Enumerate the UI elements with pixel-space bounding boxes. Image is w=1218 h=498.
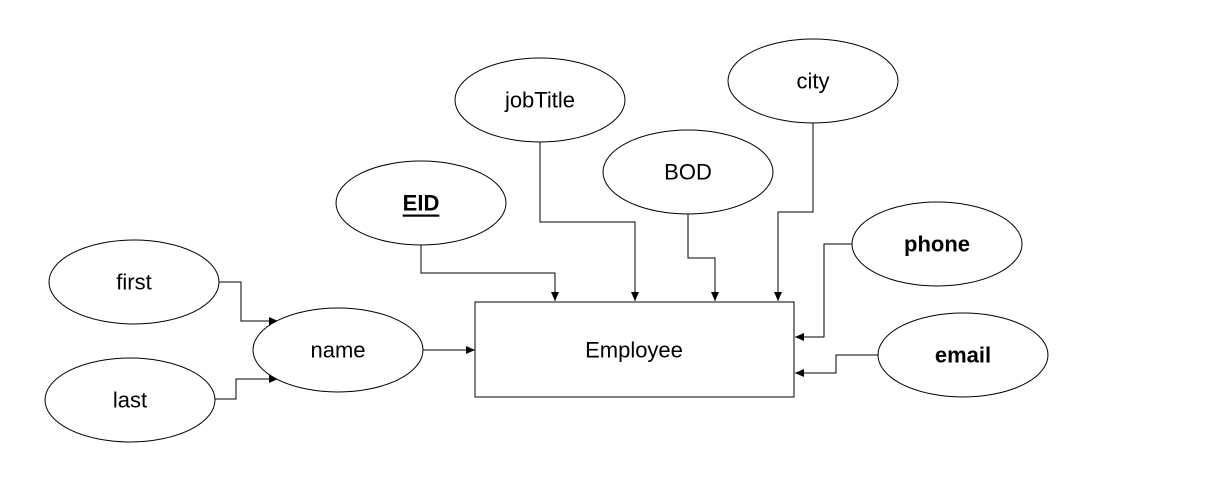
- attribute-label: last: [113, 388, 147, 413]
- attribute-label: first: [116, 270, 151, 295]
- attribute-ellipse: [48, 239, 220, 325]
- edge-bod-to-employee: [687, 214, 719, 301]
- attribute-label: jobTitle: [504, 88, 575, 113]
- attribute-ellipse: [727, 38, 899, 124]
- connectors: [215, 123, 878, 400]
- attribute-ellipse: [252, 307, 424, 393]
- edge-jobtitle-to-employee: [539, 142, 639, 301]
- attribute-eid[interactable]: EID: [335, 160, 507, 246]
- attribute-ellipse: [335, 160, 507, 246]
- attribute-ellipse: [44, 357, 216, 443]
- attribute-label: BOD: [664, 160, 712, 185]
- attribute-label-multivalued: email: [935, 343, 991, 368]
- edge-email-to-employee: [795, 354, 878, 377]
- attribute-label-multivalued: phone: [904, 232, 970, 257]
- attribute-first[interactable]: first: [48, 239, 220, 325]
- attribute-jobtitle[interactable]: jobTitle: [454, 57, 626, 143]
- attribute-label: name: [310, 338, 365, 363]
- entity-employee[interactable]: Employee: [474, 301, 795, 398]
- attribute-label: city: [797, 69, 830, 94]
- entity-label: Employee: [585, 338, 683, 363]
- attribute-label-key: EID: [403, 191, 440, 216]
- edge-eid-to-employee: [420, 245, 559, 301]
- attribute-last[interactable]: last: [44, 357, 216, 443]
- attribute-email[interactable]: email: [877, 312, 1049, 398]
- edge-phone-to-employee: [795, 243, 852, 341]
- attribute-bod[interactable]: BOD: [602, 129, 774, 215]
- attribute-ellipse: [454, 57, 626, 143]
- attribute-phone[interactable]: phone: [851, 201, 1023, 287]
- edge-first-to-name: [219, 281, 278, 325]
- edge-city-to-employee: [774, 123, 814, 301]
- attribute-name[interactable]: name: [252, 307, 424, 393]
- attribute-ellipse: [602, 129, 774, 215]
- edge-last-to-name: [215, 375, 278, 400]
- attribute-ellipse: [851, 201, 1023, 287]
- attribute-ellipse: [877, 312, 1049, 398]
- attribute-city[interactable]: city: [727, 38, 899, 124]
- entity-box: [474, 301, 795, 398]
